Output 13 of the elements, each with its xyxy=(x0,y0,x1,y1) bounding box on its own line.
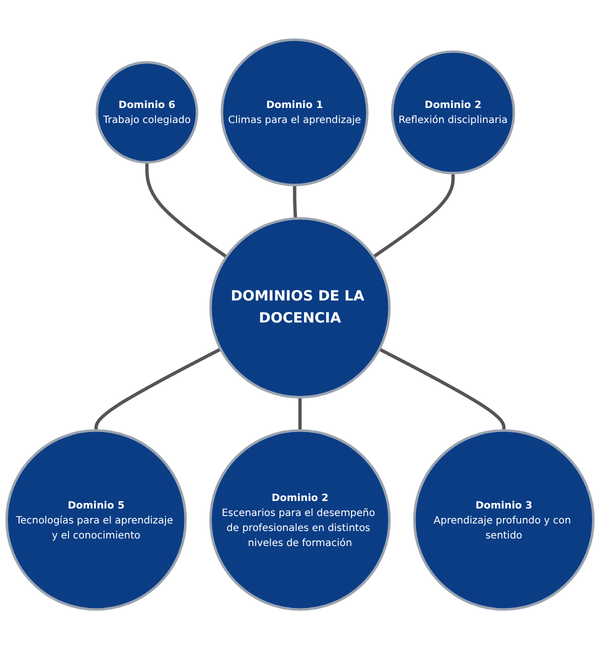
node-circle: Dominio 2 Escenarios para el desempeño de profesionales en distintos niveles de formación xyxy=(209,430,391,612)
connector xyxy=(372,174,455,259)
connector xyxy=(145,162,228,259)
connector xyxy=(94,348,222,431)
node-circle: Dominio 6 Trabajo colegiado xyxy=(96,62,198,164)
node-circle: DOMINIOS DE LA DOCENCIA xyxy=(209,218,391,399)
node-circle: Dominio 5 Tecnologías para el aprendizaje y el conocimiento xyxy=(5,430,187,612)
connector xyxy=(378,348,506,431)
node-circle: Dominio 2 Reflexión disciplinaria xyxy=(391,50,516,175)
node-circle: Dominio 3 Aprendizaje profundo y con sentido xyxy=(413,430,595,612)
node-circle: Dominio 1 Climas para el aprendizaje xyxy=(220,38,369,187)
connector xyxy=(292,186,298,219)
connector xyxy=(298,398,302,431)
